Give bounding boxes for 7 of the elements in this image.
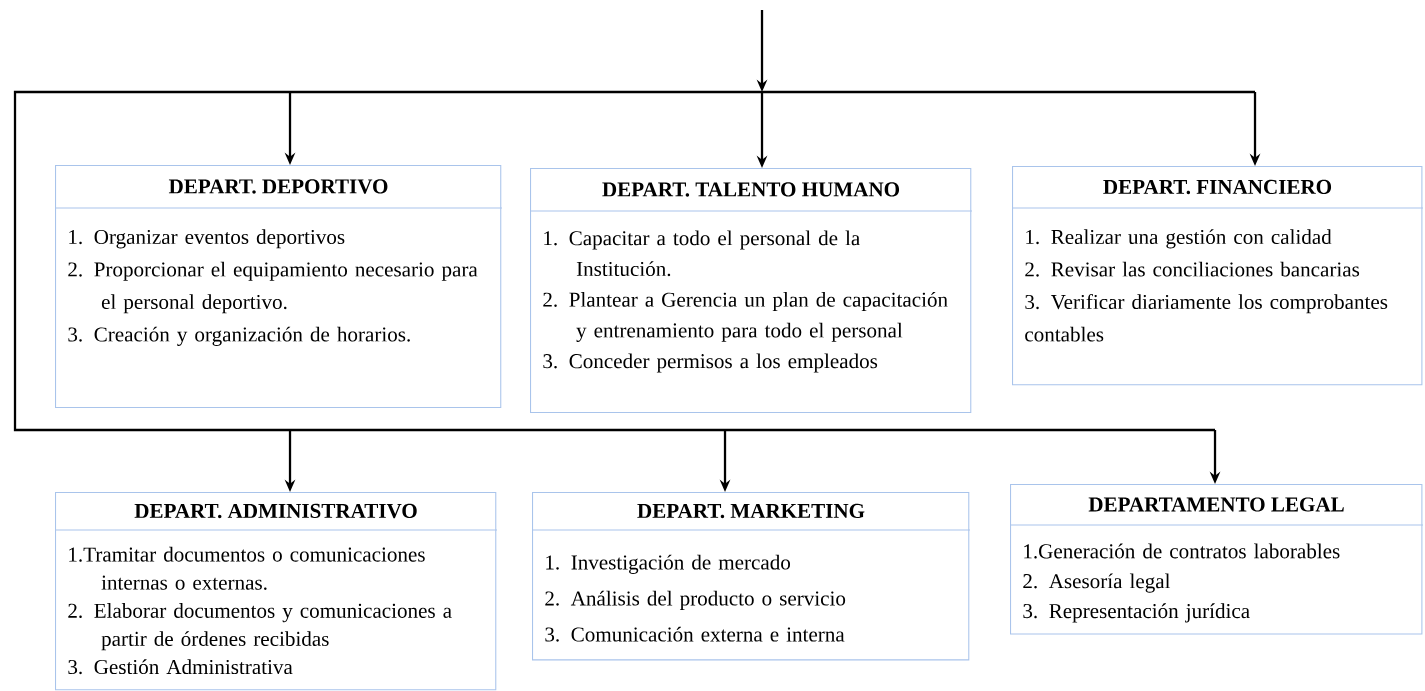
connector-line	[13, 10, 1255, 432]
department-box: DEPART. ADMINISTRATIVO 1.Tramitar documentos o comunicaciones internas o externas. 2. Elaborar documentos y comunicaciones a partir de órdenes recibidas 3. Gestión Administrativa	[54, 492, 498, 691]
department-box: DEPART. FINANCIERO 1. Realizar una gestión con calidad 2. Revisar las conciliaciones bancarias 3. Verificar diariamente los comprobantes contables	[1011, 166, 1424, 386]
department-box: DEPART. MARKETING 1. Investigación de mercado 2. Análisis del producto o servicio 3. Comunicación externa e interna	[531, 492, 971, 661]
department-box: DEPART. DEPORTIVO 1. Organizar eventos deportivos 2. Proporcionar el equipamiento necesario para el personal deportivo. 3. Creación y organización de horarios.	[54, 165, 503, 409]
department-box: DEPART. TALENTO HUMANO 1. Capacitar a todo el personal de la Institución. 2. Plantear a Gerencia un plan de capacitación y entrenamiento para todo el personal 3. Conceder permisos a los empleados	[529, 168, 973, 414]
department-box: DEPARTAMENTO LEGAL 1.Generación de contratos laborables 2. Asesoría legal 3. Representación jurídica	[1009, 484, 1424, 635]
